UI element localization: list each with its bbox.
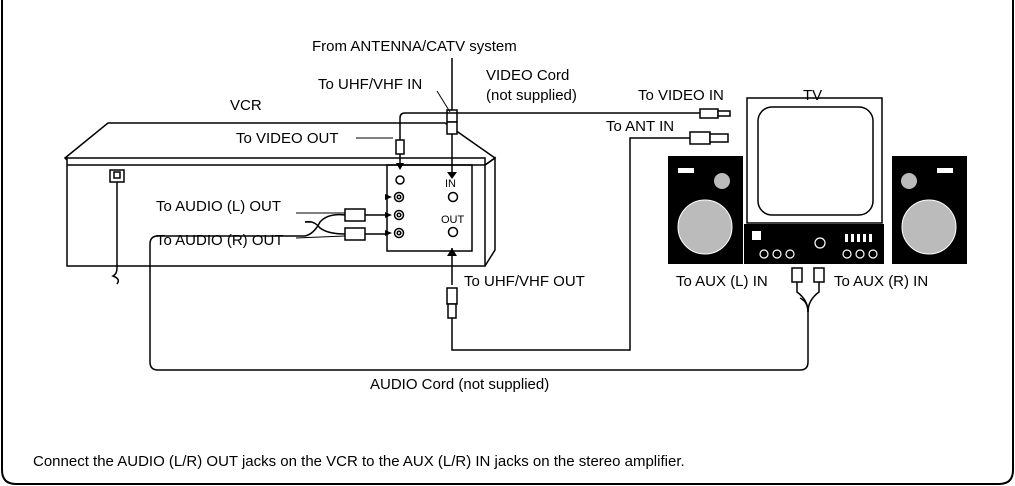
- label-video-cord: VIDEO Cord: [486, 67, 569, 84]
- label-tv: TV: [803, 87, 822, 104]
- caption-text: Connect the AUDIO (L/R) OUT jacks on the…: [33, 453, 685, 470]
- label-to-uhf-vhf-in: To UHF/VHF IN: [318, 76, 422, 93]
- label-to-video-in: To VIDEO IN: [638, 87, 724, 104]
- label-from-antenna: From ANTENNA/CATV system: [312, 38, 517, 55]
- label-audio-cord: AUDIO Cord (not supplied): [370, 376, 549, 393]
- label-in-jack: IN: [445, 178, 456, 190]
- video-cord: [395, 108, 731, 163]
- arrows: [385, 163, 457, 256]
- label-vcr: VCR: [230, 97, 262, 114]
- label-to-ant-in: To ANT IN: [606, 118, 674, 135]
- label-out-jack: OUT: [441, 214, 465, 226]
- label-to-uhf-vhf-out: To UHF/VHF OUT: [464, 273, 585, 290]
- stereo-amplifier: [744, 224, 884, 264]
- leader-lines: [295, 90, 451, 239]
- label-to-audio-r-out: To AUDIO (R) OUT: [156, 232, 284, 249]
- vcr-unit: [63, 122, 497, 285]
- antenna-lines: [446, 58, 729, 351]
- tv-unit: [746, 97, 883, 224]
- label-video-cord-not-supplied: (not supplied): [486, 87, 577, 104]
- label-to-aux-r-in: To AUX (R) IN: [834, 273, 928, 290]
- speaker-right: [892, 156, 967, 264]
- audio-cord: [149, 208, 825, 371]
- speaker-left: [668, 156, 743, 264]
- label-to-audio-l-out: To AUDIO (L) OUT: [156, 198, 281, 215]
- label-to-aux-l-in: To AUX (L) IN: [676, 273, 768, 290]
- label-to-video-out: To VIDEO OUT: [236, 130, 339, 147]
